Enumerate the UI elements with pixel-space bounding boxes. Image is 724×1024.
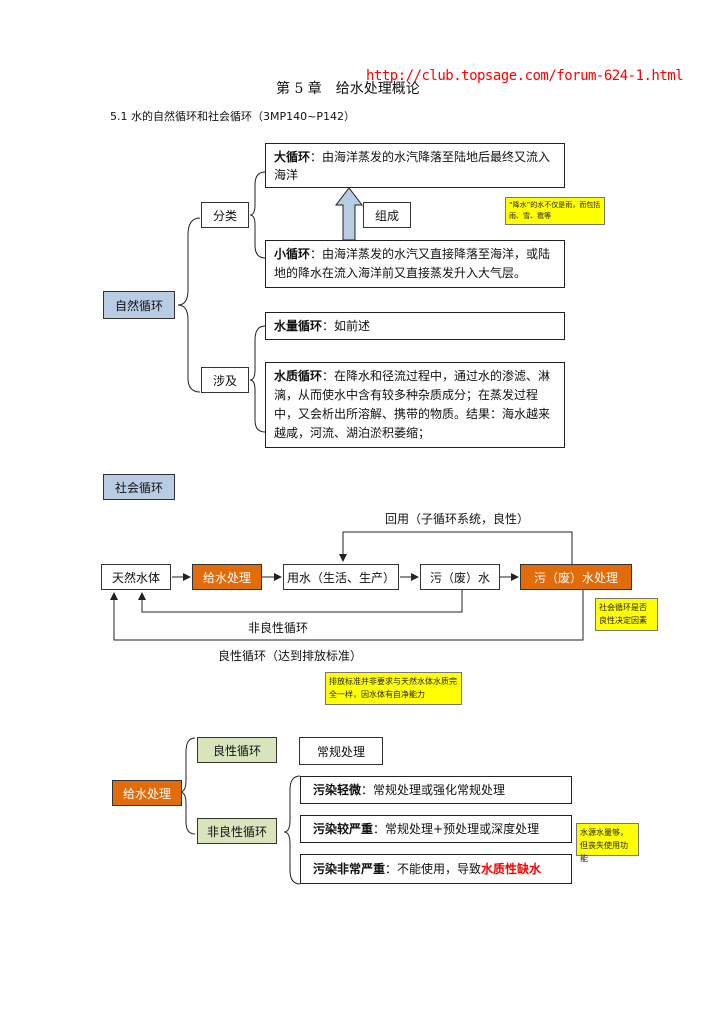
heavy-pollution-title: 污染较严重 xyxy=(313,822,374,836)
water-quality-text: ：在降水和径流过程中，通过水的渗滤、淋漓，从而使水中含有较多种杂质成分；在蒸发过… xyxy=(274,369,551,440)
treatment-root: 给水处理 xyxy=(112,780,182,806)
classification-label: 分类 xyxy=(201,202,249,228)
small-cycle-text: ：由海洋蒸发的水汽又直接降落至海洋，或陆地的降水在流入海洋前又直接蒸发升入大气层… xyxy=(274,247,551,280)
social-cycle-root: 社会循环 xyxy=(103,474,175,500)
natural-cycle-root: 自然循环 xyxy=(103,291,175,319)
big-cycle-text: ：由海洋蒸发的水汽降落至陆地后最终又流入海洋 xyxy=(274,150,551,182)
node-water-use: 用水（生活、生产） xyxy=(283,564,399,590)
node-water-supply-treatment: 给水处理 xyxy=(192,564,262,590)
good-cycle-label: 良性循环（达到排放标准） xyxy=(218,649,363,663)
source-url-watermark: http://club.topsage.com/forum-624-1.html xyxy=(366,68,684,84)
source-water-note: 水源水量够，但丧失使用功能 xyxy=(576,823,639,863)
social-determinant-note: 社会循环是否良性决定因素 xyxy=(595,598,658,631)
water-quality-shortage: 水质性缺水 xyxy=(481,862,542,876)
water-quantity-box: 水量循环：如前述 xyxy=(265,312,565,340)
involve-label: 涉及 xyxy=(201,367,249,393)
severe-pollution-text: ：不能使用，导致 xyxy=(385,862,482,876)
node-wastewater-treatment: 污（废）水处理 xyxy=(520,564,632,590)
good-cycle-tag: 良性循环 xyxy=(197,737,277,763)
brace-class xyxy=(249,171,266,259)
discharge-standard-note: 排放标准并非要求与天然水体水质完全一样，因水体有自净能力 xyxy=(325,672,462,705)
severe-pollution-box: 污染非常严重：不能使用，导致水质性缺水 xyxy=(300,854,572,884)
big-cycle-title: 大循环 xyxy=(274,150,311,164)
light-pollution-box: 污染轻微：常规处理或强化常规处理 xyxy=(300,776,572,804)
reuse-label: 回用（子循环系统，良性） xyxy=(385,512,530,526)
water-quality-title: 水质循环 xyxy=(274,369,323,383)
heavy-pollution-text: ：常规处理+预处理或深度处理 xyxy=(373,822,540,836)
non-good-cycle-label: 非良性循环 xyxy=(248,621,309,635)
brace-treatment xyxy=(179,737,196,835)
brace-natural xyxy=(177,217,201,393)
water-quantity-title: 水量循环 xyxy=(274,319,323,333)
big-cycle-box: 大循环：由海洋蒸发的水汽降落至陆地后最终又流入海洋 xyxy=(265,143,565,188)
small-cycle-title: 小循环 xyxy=(274,247,311,261)
severe-pollution-title: 污染非常严重 xyxy=(313,862,386,876)
section-title: 5.1 水的自然循环和社会循环（3MP140~P142） xyxy=(110,110,355,123)
light-pollution-text: ：常规处理或强化常规处理 xyxy=(361,783,506,797)
non-good-cycle-tag: 非良性循环 xyxy=(197,818,277,844)
water-quantity-text: ：如前述 xyxy=(322,319,371,333)
small-cycle-box: 小循环：由海洋蒸发的水汽又直接降落至海洋，或陆地的降水在流入海洋前又直接蒸发升入… xyxy=(265,240,565,288)
up-arrow-shape xyxy=(334,187,364,241)
water-quality-box: 水质循环：在降水和径流过程中，通过水的渗滤、淋漓，从而使水中含有较多种杂质成分；… xyxy=(265,362,565,448)
node-natural-water: 天然水体 xyxy=(101,564,171,590)
precipitation-note: “降水”的水不仅是雨，而包括雨、雪、雹等 xyxy=(505,197,605,225)
routine-treatment-box: 常规处理 xyxy=(299,737,383,765)
chapter-title: 第 5 章 给水处理概论 xyxy=(276,81,420,97)
compose-label: 组成 xyxy=(363,202,411,228)
light-pollution-title: 污染轻微 xyxy=(313,783,362,797)
node-wastewater: 污（废）水 xyxy=(420,564,500,590)
heavy-pollution-box: 污染较严重：常规处理+预处理或深度处理 xyxy=(300,815,572,843)
brace-bad xyxy=(283,775,301,885)
brace-involve xyxy=(249,325,266,433)
